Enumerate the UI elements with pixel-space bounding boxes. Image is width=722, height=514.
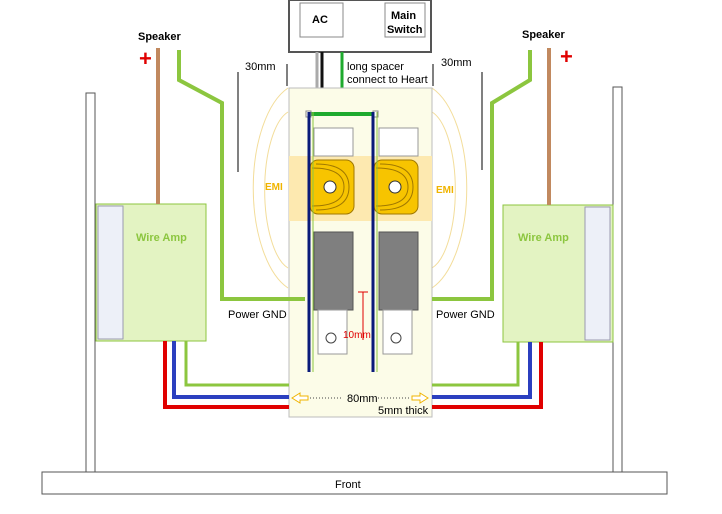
capacitor-left xyxy=(309,159,355,215)
power-wire-right-gnd xyxy=(432,342,520,387)
width-80mm-label: 80mm xyxy=(347,393,378,405)
transistor-left xyxy=(313,231,354,311)
front-label: Front xyxy=(335,479,361,491)
main-switch-label-1: Main xyxy=(391,10,416,22)
emi-label-left: EMI xyxy=(265,182,283,193)
width-arrow-left xyxy=(291,392,309,404)
emi-label-right: EMI xyxy=(436,185,454,196)
wire-amp-left-heatsink xyxy=(97,205,124,340)
gap-left-label: 30mm xyxy=(245,61,276,73)
transistor-tab-left xyxy=(317,309,348,355)
power-wire-left-gnd xyxy=(184,341,289,387)
power-gnd-right-label: Power GND xyxy=(436,309,495,321)
speaker-wire-left-green xyxy=(177,50,305,301)
spacing-10mm-marker xyxy=(358,291,368,340)
speaker-wire-right-green xyxy=(432,50,532,301)
right-side-post xyxy=(612,86,623,473)
speaker-left-plus: + xyxy=(139,46,152,71)
spacing-10mm-label: 10mm xyxy=(343,330,371,341)
transistor-hole-right xyxy=(390,332,402,344)
speaker-right-label: Speaker xyxy=(522,29,566,41)
main-switch-label-2: Switch xyxy=(387,24,423,36)
speaker-left-label: Speaker xyxy=(138,31,182,43)
ac-block xyxy=(299,2,344,38)
gap-right-label: 30mm xyxy=(441,57,472,69)
thickness-label: 5mm thick xyxy=(378,405,429,417)
board-block-left xyxy=(313,127,354,157)
board-block-right xyxy=(378,127,419,157)
speaker-right-plus: + xyxy=(560,44,573,69)
spacer-label-2: connect to Heart xyxy=(347,74,428,86)
power-wire-left-pos xyxy=(163,341,289,409)
emi-field-left xyxy=(252,87,289,289)
width-arrow-right xyxy=(411,392,429,404)
emi-field-right xyxy=(431,87,468,289)
power-wire-left-neg xyxy=(172,341,289,399)
transistor-tab-right xyxy=(382,309,413,355)
power-gnd-left-label: Power GND xyxy=(228,309,287,321)
capacitor-right xyxy=(373,159,419,215)
front-panel xyxy=(41,471,668,495)
spacer-label-1: long spacer xyxy=(347,61,404,73)
power-wire-right-pos xyxy=(432,342,543,409)
power-wire-right-neg xyxy=(432,342,532,399)
main-switch-block xyxy=(384,2,426,38)
transistor-right xyxy=(378,231,419,311)
left-side-post xyxy=(85,92,96,473)
wire-amp-right-heatsink xyxy=(584,206,611,341)
wire-amp-left-label: Wire Amp xyxy=(136,232,187,244)
wire-amp-right-label: Wire Amp xyxy=(518,232,569,244)
transistor-hole-left xyxy=(325,332,337,344)
ac-label: AC xyxy=(312,14,328,26)
